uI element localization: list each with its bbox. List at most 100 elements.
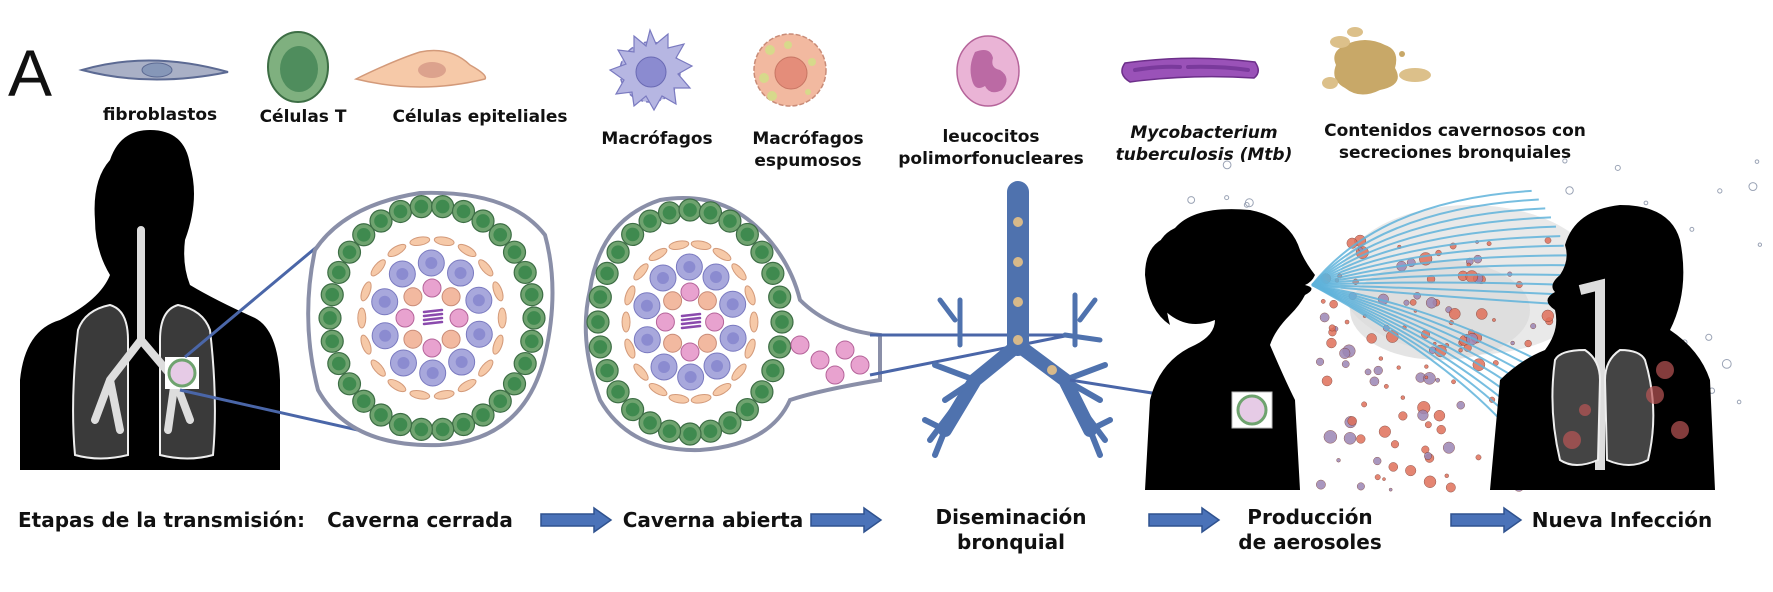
aerosol-droplet — [1329, 299, 1338, 309]
t-cell-nucleus — [456, 204, 471, 219]
ambient-particle — [1614, 164, 1621, 171]
t-cell-nucleus — [600, 363, 614, 378]
neutrophil — [825, 365, 845, 385]
t-cell-nucleus — [766, 266, 780, 281]
fibroblast-cell — [633, 263, 649, 281]
mtb-bacillus — [680, 312, 702, 318]
aerosol-droplet — [1316, 479, 1326, 490]
legend-label-line: leucocitos — [942, 127, 1040, 147]
macrophage-nucleus — [641, 333, 654, 346]
neutrophil — [790, 335, 810, 355]
t-cell-nucleus — [331, 265, 346, 280]
t-cell-nucleus — [683, 427, 697, 441]
panel-letter: A — [8, 36, 53, 110]
t-cell-nucleus — [524, 287, 539, 302]
aerosol-droplet — [1388, 487, 1393, 492]
aerosol-droplet — [1326, 337, 1337, 349]
t-cell-nucleus — [643, 214, 657, 228]
legend-label-line: Macrófagos — [752, 129, 864, 149]
aerosol-droplet — [1356, 482, 1365, 491]
t-cell-nucleus — [643, 416, 657, 430]
aerosol-droplet — [1409, 299, 1417, 306]
aerosol-droplet — [1319, 312, 1330, 323]
fibroblast-cell — [360, 281, 372, 302]
macrophage-nucleus — [472, 294, 485, 307]
t-cell-nucleus — [772, 290, 787, 304]
ambient-particle — [1643, 200, 1649, 206]
aerosol-droplet — [1458, 348, 1463, 353]
stage-label-line: Producción — [1247, 505, 1373, 529]
stage-arrow — [810, 506, 883, 534]
fibroblast-cell — [648, 247, 668, 262]
neutrophil-icon — [956, 35, 1020, 107]
aerosol-droplet — [1475, 454, 1482, 461]
t-cell-nucleus — [342, 377, 357, 391]
aerosol-droplet — [1336, 458, 1341, 463]
aerosol-droplet — [1343, 432, 1357, 445]
stage-label-line: Nueva Infección — [1531, 508, 1713, 532]
foamy-macrophage-icon — [753, 33, 827, 107]
fibroblast-cell — [731, 363, 747, 381]
stage-arrow — [540, 506, 613, 534]
fibroblast-cell — [478, 259, 494, 277]
neutrophil — [835, 340, 855, 360]
t-cell-nucleus — [527, 311, 541, 325]
macrophage-nucleus — [454, 267, 467, 280]
aerosol-droplet — [1524, 339, 1532, 348]
stream-line — [1311, 264, 1569, 286]
t-cell-nucleus — [493, 227, 508, 242]
bronchial-tree — [922, 181, 1113, 458]
aerosol-droplet — [1361, 401, 1368, 408]
fibroblast-cell — [387, 378, 407, 393]
t-cell-nucleus — [775, 315, 789, 329]
fibroblast-cell — [731, 263, 747, 281]
stage-open-cavern: Caverna abierta — [623, 508, 804, 533]
ambient-particle — [1717, 188, 1723, 194]
t-cell-nucleus — [456, 417, 471, 432]
fibroblast-cell — [357, 307, 367, 329]
aerosol-droplet — [1328, 324, 1336, 332]
macrophage-nucleus — [727, 332, 740, 345]
stream-line — [1311, 273, 1570, 286]
neutrophil — [449, 308, 469, 328]
t-cell-nucleus — [611, 385, 625, 399]
macrophage-nucleus — [473, 328, 486, 341]
t-cell-nucleus — [625, 227, 640, 242]
stream-line — [1311, 207, 1546, 286]
aerosol-droplet — [1451, 379, 1456, 385]
stream-line — [1311, 254, 1567, 286]
t-cell-nucleus — [435, 422, 450, 437]
t-cell-nucleus — [524, 334, 539, 349]
aerosol-droplet — [1400, 395, 1406, 400]
zoom-connector — [179, 388, 381, 437]
mtb-bacillus — [422, 308, 444, 314]
aerosol-droplet — [1445, 482, 1456, 493]
ambient-particle — [1757, 242, 1763, 247]
macrophage-nucleus — [426, 366, 439, 379]
aerosol-droplet — [1442, 441, 1455, 454]
stage-label-line: Caverna abierta — [622, 508, 804, 532]
aerosol-droplet — [1423, 372, 1436, 385]
fibroblast-cell — [492, 334, 504, 355]
fibroblast-cell — [433, 236, 455, 246]
ambient-particle — [1243, 201, 1250, 208]
aerosol-droplet — [1423, 475, 1437, 488]
fibroblast-cell — [478, 359, 494, 377]
aerosol-droplet — [1315, 357, 1325, 366]
fibroblast-cell — [744, 338, 756, 359]
aerosol-droplet — [1373, 456, 1382, 466]
legend-label-macrophage: Macrófagos — [601, 129, 713, 149]
legend-label-line: polimorfonucleares — [898, 149, 1084, 169]
fibroblast-cell — [749, 311, 759, 333]
legend-label-line: espumosos — [754, 151, 862, 171]
closed-cavern — [306, 190, 555, 448]
foamy-macrophage — [697, 291, 717, 311]
macrophage-nucleus — [658, 360, 671, 373]
stage-bronchial-dissemination: Diseminación bronquial — [935, 505, 1086, 555]
fibroblast-cell — [624, 285, 636, 306]
neutrophil — [810, 350, 830, 370]
ambient-particle — [1222, 160, 1232, 170]
stream-line — [1311, 284, 1570, 296]
aerosol-droplet — [1347, 416, 1357, 426]
aerosol-droplet — [1424, 421, 1432, 429]
